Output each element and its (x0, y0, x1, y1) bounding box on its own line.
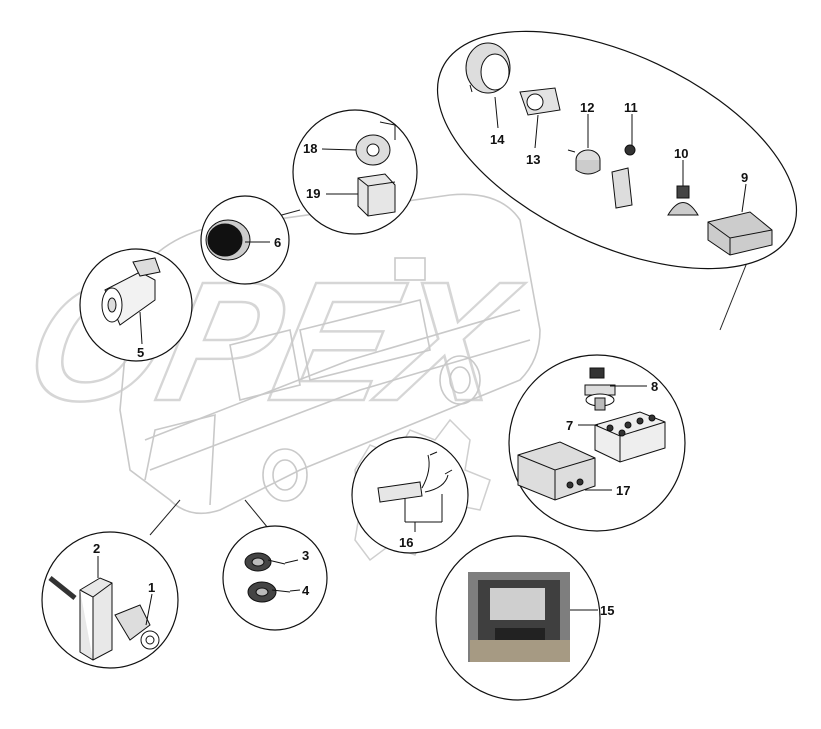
callout-18: 18 (303, 141, 317, 156)
group-control-units-7-8-17: 8 7 17 (508, 354, 686, 532)
callout-17: 17 (616, 483, 630, 498)
battery-switch-box-illustration (48, 576, 160, 661)
sensor-illustration (377, 451, 453, 503)
leader-9 (741, 183, 747, 213)
callout-19: 19 (306, 186, 320, 201)
callout-3: 3 (302, 548, 309, 563)
callout-16: 16 (399, 535, 413, 550)
group-sensor-16: 16 (351, 436, 469, 554)
callout-9: 9 (741, 170, 748, 185)
callout-2: 2 (93, 541, 100, 556)
leader-4 (289, 589, 301, 592)
buzzer-illustration (205, 219, 251, 261)
leader-3 (284, 559, 299, 564)
leader-1 (145, 593, 153, 626)
leader-14 (494, 96, 499, 129)
bus-outline (119, 193, 541, 515)
callout-6: 6 (274, 235, 281, 250)
leader-13 (534, 114, 539, 149)
callout-4: 4 (302, 583, 310, 598)
group-speaker-5: 5 (79, 248, 193, 362)
group-horns-3-4: 3 4 (222, 525, 328, 631)
horn-illustration (244, 552, 291, 603)
group-instruments-9-14: 14 13 12 11 10 9 (436, 30, 798, 270)
callout-12: 12 (580, 100, 594, 115)
callout-1: 1 (148, 580, 155, 595)
group-panel-15: 15 (435, 535, 614, 701)
group-buzzer-6: 6 (200, 195, 290, 285)
leader-18 (321, 148, 357, 151)
group-relays-18-19: 18 19 (292, 109, 418, 235)
callout-5: 5 (137, 345, 144, 360)
loudspeaker-illustration (101, 257, 161, 326)
callout-8: 8 (651, 379, 658, 394)
callout-13: 13 (526, 152, 540, 167)
instrument-illustrations (465, 42, 773, 256)
group-switches-1-2: 2 1 (41, 531, 179, 669)
callout-14: 14 (490, 132, 505, 147)
control-unit-illustrations (517, 367, 666, 501)
callout-11: 11 (624, 100, 638, 115)
relay-illustration (355, 121, 396, 217)
electrical-panel-photo (468, 572, 570, 662)
callout-10: 10 (674, 146, 688, 161)
gear-watermark (354, 418, 491, 562)
callout-15: 15 (600, 603, 614, 618)
leader-5 (139, 311, 143, 345)
callout-7: 7 (566, 418, 573, 433)
